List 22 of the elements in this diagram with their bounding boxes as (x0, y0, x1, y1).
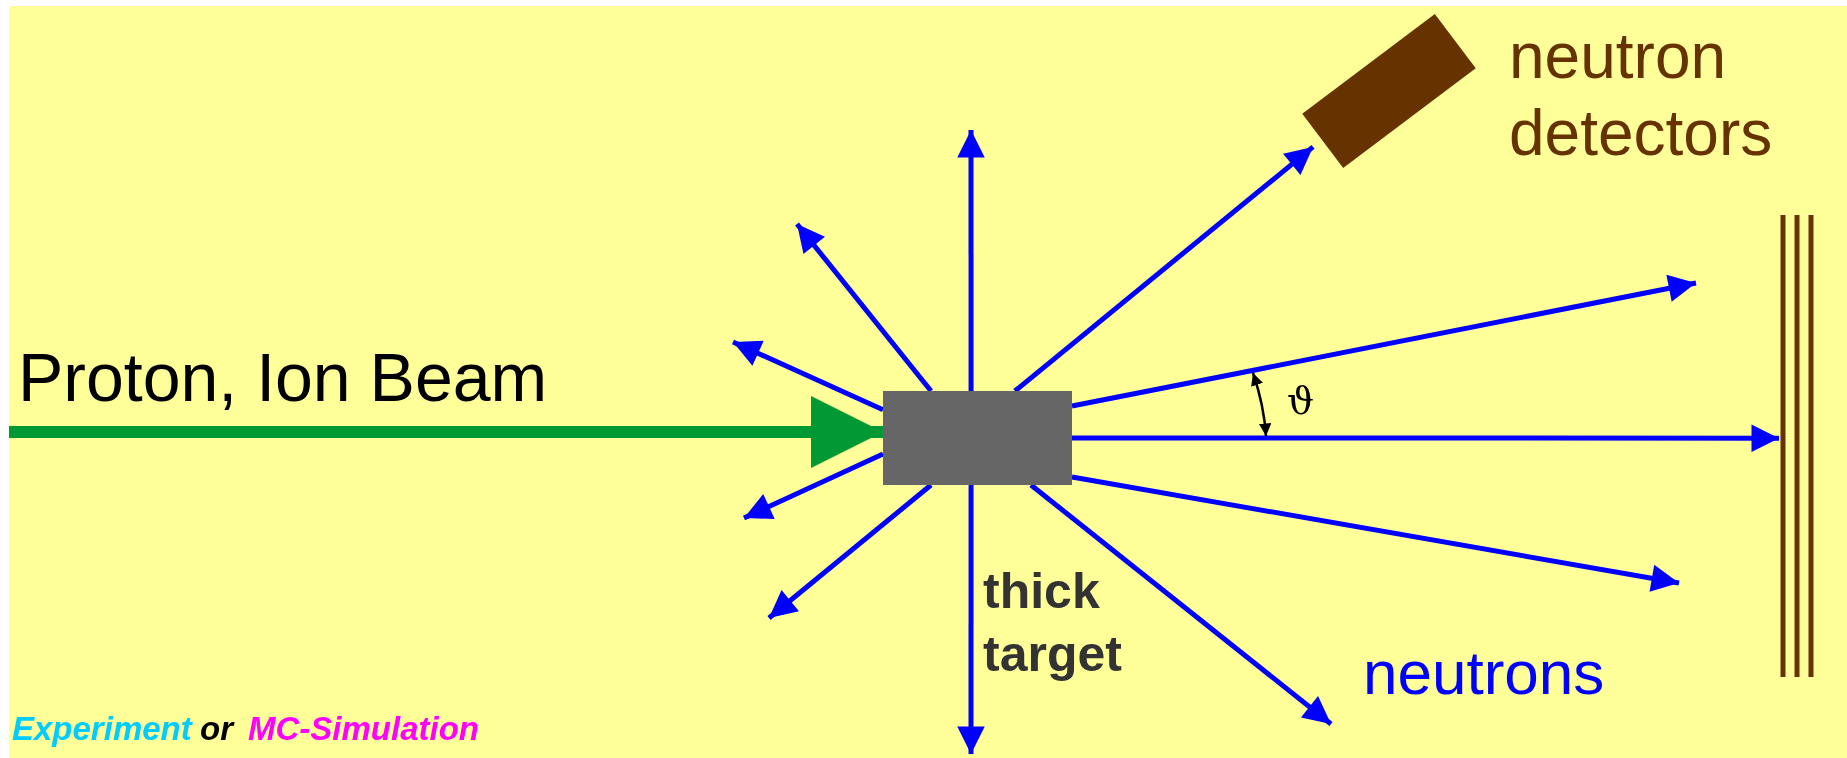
caption-word: MC-Simulation (248, 712, 479, 747)
neutron-arrow (1071, 274, 1697, 409)
neutron-arrow (742, 451, 885, 521)
neutron-arrow (1072, 424, 1779, 452)
target-block (883, 391, 1072, 485)
angle-symbol: ϑ (1287, 382, 1315, 422)
neutron-arrow (1071, 474, 1680, 592)
target-label: thick target (983, 562, 1123, 684)
neutron-arrow (957, 485, 985, 754)
neutron-arrow (795, 222, 933, 393)
detector-array (1779, 215, 1815, 677)
particle-label: neutrons (1363, 640, 1605, 706)
neutron-arrow (1029, 483, 1333, 726)
caption-word: Experiment (12, 712, 192, 747)
neutron-arrow (731, 339, 885, 413)
beam-label: Proton, Ion Beam (18, 342, 548, 414)
detector-label: neutron detectors (1509, 19, 1774, 171)
beam-arrow (9, 396, 883, 468)
neutron-arrow (767, 483, 933, 620)
neutron-arrow (957, 130, 985, 391)
caption-word: or (200, 712, 233, 747)
neutron-arrow (1013, 145, 1315, 393)
